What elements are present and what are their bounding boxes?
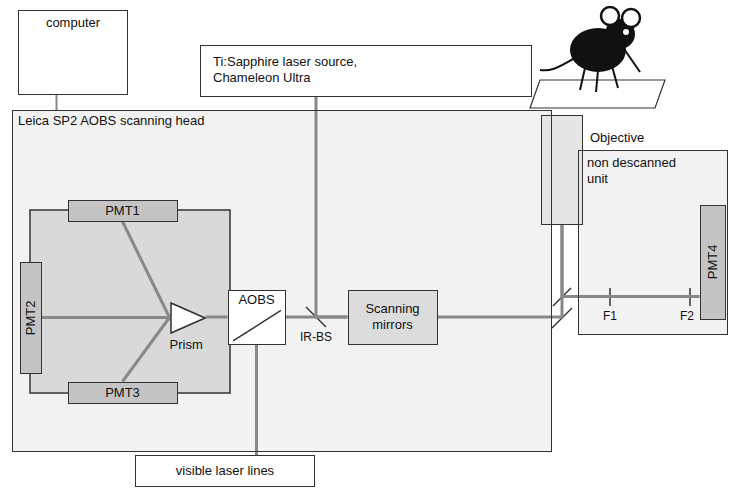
node-label: Leica SP2 AOBS scanning head <box>18 113 204 129</box>
node-label: PMT4 <box>705 245 721 280</box>
detector-box: PMT1 <box>68 200 178 222</box>
filter-label: F2 <box>680 309 694 323</box>
laser-source-box: Ti:Sapphire laser source, Chameleon Ultr… <box>200 45 532 97</box>
light-path <box>123 318 170 382</box>
component-label: IR-BS <box>300 330 332 344</box>
node-label: PMT1 <box>105 203 140 219</box>
data-cable <box>56 95 58 110</box>
prism-triangle <box>170 299 206 337</box>
unit-box: non descanned unitPMT4 <box>578 150 728 335</box>
light-path <box>562 225 700 297</box>
light-path <box>123 222 170 318</box>
mouse-tail <box>540 58 575 70</box>
mouse-eye <box>623 29 629 35</box>
prism-symbol: Prism <box>170 299 206 355</box>
light-path <box>286 316 348 319</box>
filter-label: F1 <box>603 309 617 323</box>
light-path <box>255 345 258 456</box>
node-label: Prism <box>170 337 203 353</box>
beamsplitter-box: AOBS <box>228 290 286 345</box>
node-label: visible laser lines <box>176 463 274 479</box>
light-path <box>42 316 170 319</box>
light-path <box>316 97 348 317</box>
node-label: PMT2 <box>23 300 39 335</box>
mouse-ear <box>601 7 619 25</box>
node-label: Ti:Sapphire laser source, Chameleon Ultr… <box>213 54 403 85</box>
aobs-diagonal <box>233 310 281 341</box>
objective-box: Objective <box>541 115 583 225</box>
mouse-legs <box>580 46 640 92</box>
node-label: PMT3 <box>105 385 140 401</box>
node-label: non descanned unit <box>587 155 682 186</box>
light-path <box>438 225 563 317</box>
detector-box: PMT3 <box>68 382 178 404</box>
detector-box: PMT2 <box>20 262 42 374</box>
detector-box: PMT4 <box>700 205 726 320</box>
light-path <box>206 316 228 319</box>
mouse-ear <box>622 9 640 27</box>
process-box: Scanning mirrors <box>348 290 438 345</box>
node-label: Objective <box>590 130 644 146</box>
unit-ground <box>578 150 728 335</box>
node-label: Scanning mirrors <box>353 301 433 332</box>
node-label: AOBS <box>238 292 274 308</box>
prism-outline <box>171 303 205 333</box>
node-label: computer <box>46 15 100 31</box>
computer-box: computer <box>18 10 128 95</box>
laser-lines-box: visible laser lines <box>135 455 315 487</box>
scan-head-box: Leica SP2 AOBS scanning headPMT1PMT2PMT3… <box>12 110 552 452</box>
scan-head-ground <box>12 110 552 452</box>
detector-housing <box>30 210 230 393</box>
